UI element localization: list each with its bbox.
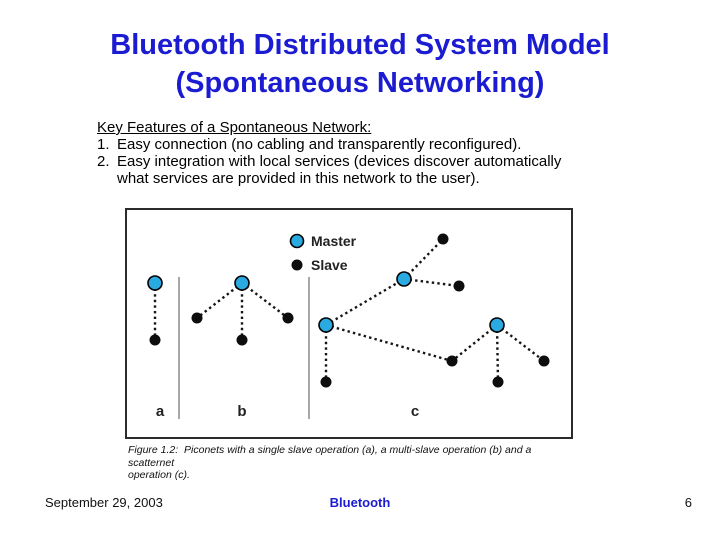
piconet-link <box>241 282 289 319</box>
list-item-number: 1. <box>97 136 110 153</box>
footer-date: September 29, 2003 <box>45 495 163 510</box>
piconet-link <box>495 324 500 383</box>
slave-node <box>437 233 449 245</box>
slave-node <box>492 376 504 388</box>
list-item: 1. Easy connection (no cabling and trans… <box>97 136 677 153</box>
slave-node <box>320 376 332 388</box>
footer-bluetooth-link[interactable]: Bluetooth <box>329 495 391 510</box>
section-label: a <box>156 403 165 420</box>
piconet-link <box>403 238 444 280</box>
piconet-link <box>325 277 405 327</box>
legend-label: Slave <box>311 257 348 273</box>
piconet-link <box>403 277 460 288</box>
master-node <box>396 271 412 287</box>
piconet-link <box>451 324 498 362</box>
list-item-text: Easy connection (no cabling and transpar… <box>117 136 522 153</box>
slave-node <box>282 312 294 324</box>
section-label: c <box>411 403 419 420</box>
list-item-text: Easy integration with local services (de… <box>117 153 562 187</box>
slave-node <box>446 355 458 367</box>
section-label: b <box>237 403 246 420</box>
slave-node <box>453 280 465 292</box>
footer: September 29, 2003 Bluetooth 6 <box>0 495 720 515</box>
piconet-link <box>196 282 243 319</box>
slave-node <box>149 334 161 346</box>
slave-node <box>291 259 303 271</box>
piconet-link <box>325 323 453 363</box>
master-node <box>318 317 334 333</box>
title-line1: Bluetooth Distributed System Model <box>110 29 610 61</box>
master-node <box>489 317 505 333</box>
master-node <box>234 275 250 291</box>
master-node <box>147 275 163 291</box>
key-features-block: Key Features of a Spontaneous Network: 1… <box>97 119 677 187</box>
master-node <box>289 233 305 249</box>
key-features-heading: Key Features of a Spontaneous Network: <box>97 119 372 136</box>
page-title: Bluetooth Distributed System Model (Spon… <box>0 26 720 102</box>
slave-node <box>191 312 203 324</box>
list-item-number: 2. <box>97 153 110 170</box>
slave-node <box>236 334 248 346</box>
slave-node <box>538 355 550 367</box>
title-line2: (Spontaneous Networking) <box>175 67 545 99</box>
footer-page-number: 6 <box>684 495 692 510</box>
legend-label: Master <box>311 233 357 249</box>
list-item: 2. Easy integration with local services … <box>97 153 677 187</box>
figure-caption: Figure 1.2: Piconets with a single slave… <box>128 444 532 481</box>
piconet-link <box>496 324 545 362</box>
